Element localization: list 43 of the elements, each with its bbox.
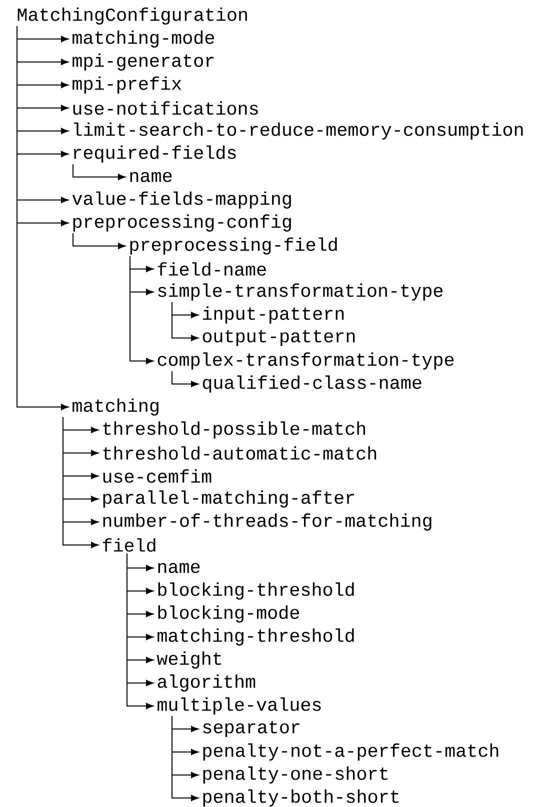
tree-item: qualified-class-name: [202, 375, 422, 393]
arrow: [16, 26, 68, 410]
tree-item: threshold-possible-match: [103, 421, 366, 439]
tree-item: parallel-matching-after: [103, 490, 354, 508]
tree-item: use-notifications: [73, 101, 258, 115]
tree-item: penalty-one-short: [203, 766, 388, 784]
arrow: [172, 302, 198, 342]
tree-item: name: [130, 172, 172, 182]
tree-item: name: [158, 562, 200, 574]
tree-item: algorithm: [158, 674, 256, 692]
tree-item: field: [102, 538, 156, 552]
tree-item: value-fields-mapping: [72, 191, 291, 209]
tree-item: number-of-threads-for-matching: [103, 513, 432, 531]
tree-item: mpi-prefix: [72, 76, 182, 94]
arrow: [130, 256, 154, 364]
tree-item: blocking-mode: [158, 605, 299, 623]
tree-item: separator: [203, 720, 300, 738]
tree-item: multiple-values: [158, 697, 321, 715]
tree-item: field-name: [158, 262, 266, 276]
tree-item: penalty-both-short: [203, 789, 398, 807]
tree-item: input-pattern: [202, 306, 344, 324]
tree-item: matching-threshold: [158, 628, 354, 646]
tree-item: output-pattern: [202, 330, 355, 346]
tree-item: matching-mode: [72, 30, 214, 48]
tree-item: complex-transformation-type: [158, 352, 454, 370]
tree-item: limit-search-to-reduce-memory-consumption: [74, 122, 523, 140]
tree-item: matching: [72, 398, 158, 416]
arrow: [172, 370, 198, 388]
tree-item: penalty-not-a-perfect-match: [203, 743, 498, 761]
arrow: [172, 716, 198, 802]
tree-item: blocking-threshold: [158, 582, 354, 600]
arrow: [72, 164, 126, 180]
arrow: [72, 232, 126, 250]
tree-item: mpi-generator: [72, 53, 214, 71]
tree-item: use-cemfim: [103, 469, 212, 483]
arrow: [62, 416, 98, 548]
tree-item: preprocessing-field: [130, 237, 337, 255]
tree-item: simple-transformation-type: [158, 283, 443, 301]
tree-item: weight: [156, 651, 222, 669]
tree-item: threshold-automatic-match: [103, 446, 376, 460]
tree-item: required-fields: [74, 145, 236, 163]
tree-item: preprocessing-config: [73, 214, 291, 232]
tree-item: MatchingConfiguration: [18, 7, 247, 25]
